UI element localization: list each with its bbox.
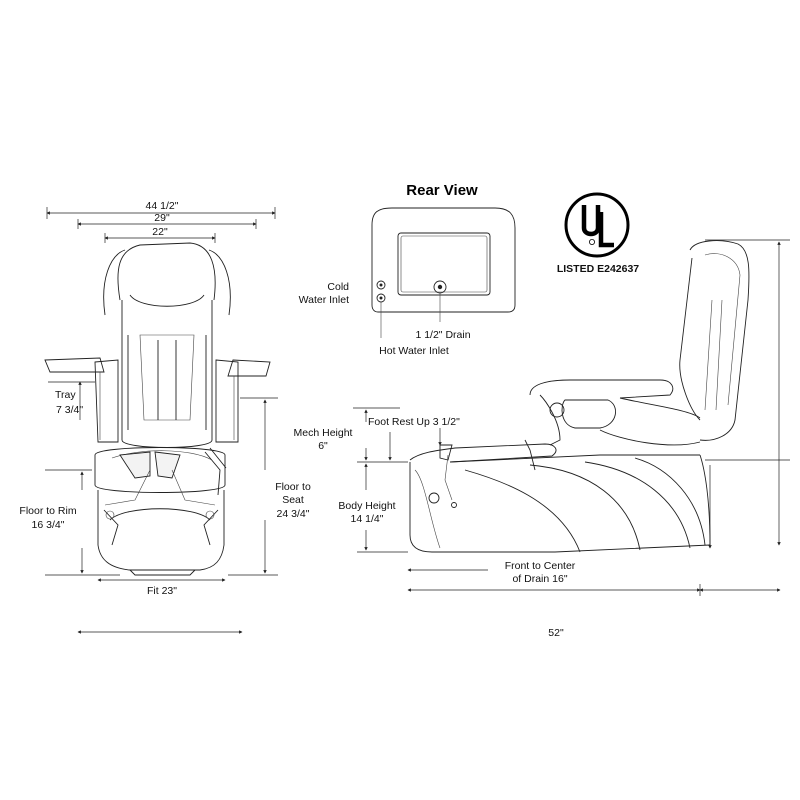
fit-label: Fit 23" [147, 585, 177, 597]
rear-view-drawing [371, 207, 516, 338]
width-overall: 44 1/2" [146, 200, 179, 212]
rear-view-title: Rear View [406, 182, 478, 199]
floor-seat-label-1: Floor to [275, 481, 311, 493]
ul-logo [564, 192, 630, 258]
floor-rim-value: 16 3/4" [32, 519, 65, 531]
width-inner: 22" [152, 226, 168, 238]
floor-seat-value: 24 3/4" [277, 508, 310, 520]
ul-logo-text: UL [589, 232, 592, 234]
mech-height-label: Mech Height [294, 427, 353, 439]
front-view-dimensions [45, 207, 278, 634]
front-drain-value: of Drain 16" [512, 573, 567, 585]
ul-listing: LISTED E242637 [557, 263, 639, 275]
side-view-drawing [409, 240, 750, 553]
floor-seat-label-2: Seat [282, 494, 304, 506]
labels: Rear View Cold Water Inlet Hot Water Inl… [19, 182, 639, 639]
length-label: 52" [548, 627, 564, 639]
body-height-value: 14 1/4" [351, 513, 384, 525]
width-mid: 29" [154, 212, 170, 224]
tray-label: Tray [55, 389, 76, 401]
drain-label: 1 1/2" Drain [415, 329, 470, 341]
front-view-drawing [44, 242, 271, 576]
tray-value: 7 3/4" [56, 404, 83, 416]
floor-rim-label: Floor to Rim [19, 505, 76, 517]
side-view-dimensions [353, 239, 790, 596]
front-drain-label: Front to Center [505, 560, 576, 572]
hot-inlet-label: Hot Water Inlet [379, 345, 449, 357]
foot-rest-label: Foot Rest Up 3 1/2" [368, 416, 460, 428]
body-height-label: Body Height [338, 500, 395, 512]
cold-inlet-label-1: Cold [327, 281, 349, 293]
cold-inlet-label-2: Water Inlet [299, 294, 349, 306]
mech-height-value: 6" [318, 440, 328, 452]
